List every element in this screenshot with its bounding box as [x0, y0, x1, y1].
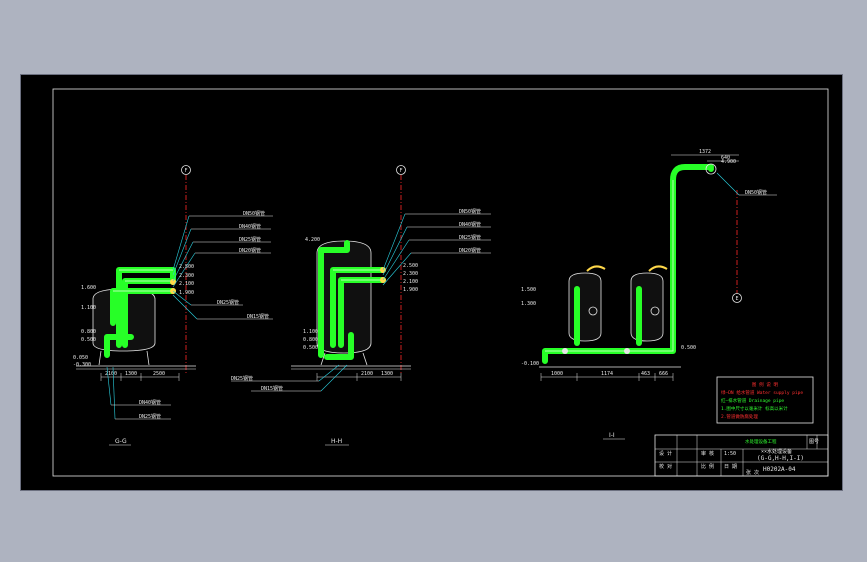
- tb-drawing-code: H0202A-04: [763, 466, 796, 473]
- elev-i-4: 0.500: [681, 345, 696, 351]
- tank-i-2: [630, 272, 664, 342]
- i-section: E 1372 640 DN50钢管 4.900 1.500 1.300 0.50…: [521, 149, 777, 440]
- tb-scale-value: 1:50: [724, 451, 736, 457]
- axis-marker-g-label: F: [184, 168, 187, 174]
- bottom-callout-h-1: DN25钢管: [231, 375, 253, 382]
- elev-h-r-1: 2.500: [403, 263, 418, 269]
- dim-i-3: 463: [641, 371, 650, 377]
- drawing-border: [52, 88, 829, 477]
- callout-h-4: DN20钢管: [459, 247, 481, 254]
- dim-g-3: 2500: [153, 371, 165, 377]
- axis-marker-h: [396, 165, 406, 175]
- legend-line-4: 2.管道做防腐处理: [721, 413, 758, 420]
- top-dim-i-1: 1372: [699, 149, 711, 155]
- elev-i-2: 1.500: [521, 287, 536, 293]
- callout-h-3: DN25钢管: [459, 234, 481, 241]
- pipe-h-1: [318, 240, 350, 358]
- tank-i-1: [568, 272, 602, 342]
- elev-g-8: 0.500: [81, 337, 96, 343]
- bottom-callout-g-1: DN40钢管: [139, 399, 161, 406]
- tb-project: 水处理设备工程: [745, 438, 777, 445]
- legend-line-3: 1.图中尺寸以毫米计 标高以米计: [721, 405, 788, 412]
- pipe-g-4: [104, 334, 134, 358]
- elev-h-r-3: 2.100: [403, 279, 418, 285]
- elev-h-r-2: 2.300: [403, 271, 418, 277]
- callout-g-5: DN25钢管: [217, 299, 239, 306]
- callout-g-4: DN20钢管: [239, 247, 261, 254]
- tb-label-review: 审 核: [701, 450, 714, 457]
- tb-label-date: 日 期: [724, 464, 737, 470]
- tb-section-title: (G-G,H-H,I-I): [757, 455, 804, 462]
- section-label-i: I-I: [609, 432, 615, 439]
- tb-drawing-name: ××水处理设备: [761, 448, 792, 455]
- tb-label-sheet: 张 次: [746, 469, 759, 476]
- elev-g-1: 2.500: [179, 264, 194, 270]
- dim-i-2: 1174: [601, 371, 613, 377]
- elev-i-1: 4.900: [721, 159, 736, 165]
- callout-i: DN50钢管: [745, 189, 767, 196]
- axis-marker-i-label: E: [735, 296, 738, 302]
- top-dim-i-2: 640: [721, 155, 730, 161]
- axis-marker-i: [732, 293, 742, 303]
- dim-i-4: 666: [659, 371, 668, 377]
- elev-i-3: 1.300: [521, 301, 536, 307]
- elev-g-4: 1.900: [179, 290, 194, 296]
- dim-g-2: 1300: [125, 371, 137, 377]
- elev-h-l-1: 4.200: [305, 237, 320, 243]
- callout-g-1: DN50钢管: [243, 210, 265, 217]
- elev-g-9: 0.050: [73, 355, 88, 361]
- axis-marker-g: [181, 165, 191, 175]
- h-section: F DN50钢管 DN40钢管 DN25钢管 DN20钢管 4.200 1.10…: [231, 165, 491, 446]
- legend-title: 图 例 说 明: [752, 381, 779, 388]
- callout-g-2: DN40钢管: [239, 223, 261, 230]
- elev-g-7: 0.800: [81, 329, 96, 335]
- cad-drawing: F DN50钢管 DN40钢管 DN25钢管 DN2: [52, 88, 829, 477]
- elev-h-r-4: 1.900: [403, 287, 418, 293]
- elev-g-10: -0.300: [73, 362, 91, 368]
- callout-h-2: DN40钢管: [459, 221, 481, 228]
- legend-box: 图 例 说 明 绿—DN 给水管道 Water supply pipe 红—排水…: [716, 376, 814, 424]
- elev-i-5: -0.100: [521, 361, 539, 367]
- tb-sheet-no: 图号: [809, 439, 819, 445]
- elev-h-l-4: 0.500: [303, 345, 318, 351]
- elev-h-l-2: 1.100: [303, 329, 318, 335]
- tb-label-scale: 比 例: [701, 463, 714, 470]
- legend-line-2: 红—排水管道 Drainage pipe: [721, 397, 784, 404]
- elev-g-2: 2.300: [179, 273, 194, 279]
- elev-g-3: 2.100: [179, 281, 194, 287]
- callout-g-6: DN15钢管: [247, 313, 269, 320]
- tb-label-design: 设 计: [659, 450, 672, 457]
- elev-g-5: 1.600: [81, 285, 96, 291]
- title-block: 设 计 校 对 审 核 比 例 1:50 日 期 张 次 水处理设备工程 图号 …: [654, 434, 829, 477]
- section-label-h: H-H: [331, 438, 342, 445]
- section-label-g: G-G: [115, 438, 127, 445]
- callout-g-3: DN25钢管: [239, 236, 261, 243]
- pipe-h-4: [324, 332, 354, 360]
- legend-line-1: 绿—DN 给水管道 Water supply pipe: [721, 389, 803, 396]
- bottom-callout-g-2: DN25钢管: [139, 413, 161, 420]
- dim-h-2: 1300: [381, 371, 393, 377]
- dim-h-1: 2100: [361, 371, 373, 377]
- drawing-sheet: F DN50钢管 DN40钢管 DN25钢管 DN2: [20, 74, 843, 491]
- tb-label-check: 校 对: [659, 463, 672, 470]
- callout-h-1: DN50钢管: [459, 208, 481, 215]
- elev-g-6: 1.100: [81, 305, 96, 311]
- elev-h-l-3: 0.800: [303, 337, 318, 343]
- dim-g-1: 2100: [105, 371, 117, 377]
- axis-marker-h-label: F: [399, 168, 402, 174]
- g-section: F DN50钢管 DN40钢管 DN25钢管 DN2: [73, 165, 273, 446]
- bottom-callout-h-2: DN15钢管: [261, 385, 283, 392]
- dim-i-1: 1000: [551, 371, 563, 377]
